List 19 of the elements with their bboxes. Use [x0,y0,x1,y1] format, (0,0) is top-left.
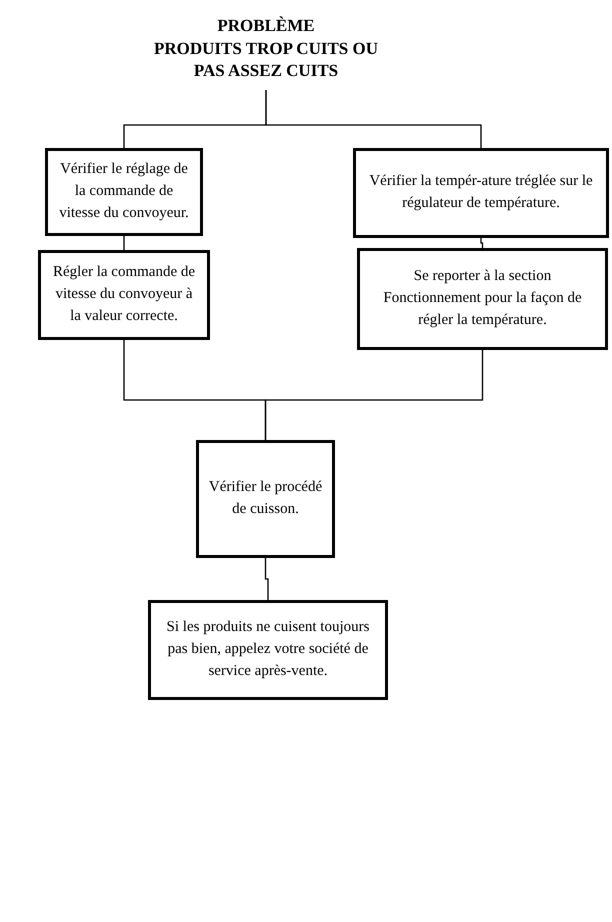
step-text: Si les produits ne cuisent toujours pas bien, appelez votre société de service après-vente. [166,618,370,681]
connector-line [480,238,484,248]
step-text: Vérifier la tempér-ature tréglée sur le régulateur de température. [368,172,594,213]
connector-line [264,350,484,440]
process-box [148,600,388,700]
process-box [357,248,608,350]
problem-heading: PROBLÈME [217,14,315,37]
process-box [353,148,609,238]
step-text: Vérifier le procédé de cuisson. [208,478,324,519]
process-box [196,440,335,558]
step-text: Se reporter à la section Fonctionnement pour la façon de régler la température. [382,267,583,330]
step-text: Vérifier le réglage de la commande de vitesse du convoyeur. [58,160,190,223]
process-box [38,250,210,340]
problem-heading: PRODUITS TROP CUITS OU PAS ASSEZ CUITS [152,38,380,82]
step-text: Régler la commande de vitesse du convoyeur à la valeur correcte. [52,263,196,326]
connector-line [265,90,482,148]
connector-line [123,236,125,250]
process-box [45,148,203,236]
connector-line [264,558,269,600]
